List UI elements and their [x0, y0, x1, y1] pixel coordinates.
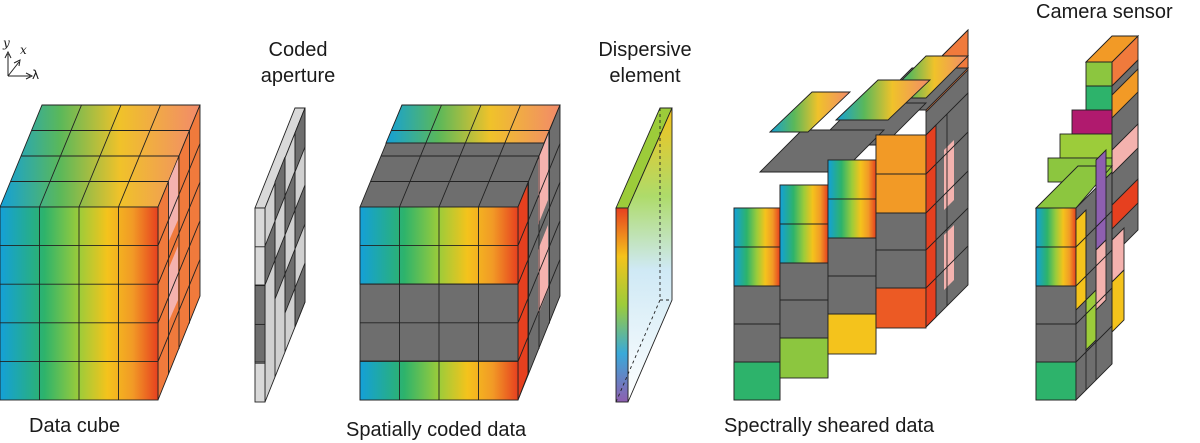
camera-sensor [1034, 34, 1140, 402]
label-dispersive-element-line1: Dispersive [598, 39, 692, 61]
label-camera-sensor: Camera sensor [1036, 1, 1173, 23]
coded-aperture [254, 107, 306, 403]
label-coded-aperture-line1: Coded [268, 39, 328, 61]
label-spatially-coded-data: Spatially coded data [346, 419, 527, 441]
label-spectrally-sheared-data: Spectrally sheared data [724, 415, 935, 437]
label-coded-aperture-line2: aperture [260, 65, 336, 87]
label-dispersive-element-line2: element [609, 65, 681, 87]
dispersive-element [615, 107, 673, 403]
label-data-cube: Data cube [29, 415, 121, 437]
axis-y-label: y [3, 36, 10, 50]
axis-x-label: x [20, 43, 27, 57]
spectrally-sheared-cube [733, 28, 970, 401]
data-cube [0, 104, 201, 401]
axis-lambda-label: λ [32, 68, 40, 82]
axis-indicator [4, 50, 34, 80]
spatially-coded-cube [359, 104, 561, 401]
